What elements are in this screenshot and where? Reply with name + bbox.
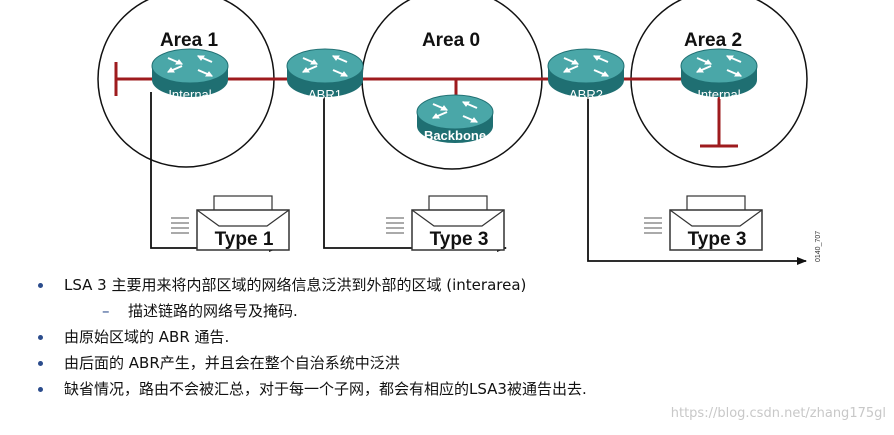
area-1-label: Area 1 bbox=[160, 30, 219, 51]
area-2-label: Area 2 bbox=[684, 30, 742, 51]
router-abr1: ABR1 bbox=[286, 48, 364, 102]
lsa-type1-label: Type 1 bbox=[215, 229, 274, 250]
lsa-type3-backbone-label: Type 3 bbox=[430, 229, 489, 250]
bullet-item: 缺省情况，路由不会被汇总，对于每一个子网，都会有相应的LSA3被通告出去. bbox=[38, 376, 878, 402]
lsa-envelope-type3-area2: Type 3 bbox=[643, 195, 763, 251]
router-label-backbone: Backbone bbox=[424, 128, 486, 143]
bullet-dot-icon bbox=[38, 283, 43, 288]
area-0-label: Area 0 bbox=[422, 30, 480, 51]
router-label-area1-internal: Internal bbox=[168, 87, 211, 102]
sub-bullet-dash: – bbox=[102, 302, 110, 320]
router-label-area2-internal: Internal bbox=[697, 87, 740, 102]
bullet-text: 由原始区域的 ABR 通告. bbox=[64, 328, 230, 346]
bullet-text: 由后面的 ABR产生，并且会在整个自治系统中泛洪 bbox=[64, 354, 400, 372]
watermark: https://blog.csdn.net/zhang175gl bbox=[670, 406, 886, 421]
bullet-text: LSA 3 主要用来将内部区域的网络信息泛洪到外部的区域 (interarea) bbox=[64, 276, 527, 294]
bullet-dot-icon bbox=[38, 361, 43, 366]
router-abr2: ABR2 bbox=[547, 48, 625, 102]
figure-id: 0140_707 bbox=[815, 231, 822, 262]
router-label-abr1: ABR1 bbox=[308, 87, 342, 102]
bullet-item: 由原始区域的 ABR 通告. bbox=[38, 324, 878, 350]
bullet-subitem: – 描述链路的网络号及掩码. bbox=[38, 298, 878, 324]
bullet-list: LSA 3 主要用来将内部区域的网络信息泛洪到外部的区域 (interarea)… bbox=[38, 272, 878, 402]
bullet-text: 描述链路的网络号及掩码. bbox=[128, 302, 298, 320]
ospf-topology-diagram: Internal ABR1 Backbone ABR2 Internal Are… bbox=[97, 0, 822, 265]
router-label-abr2: ABR2 bbox=[569, 87, 603, 102]
lsa-envelope-type3-backbone: Type 3 bbox=[385, 195, 505, 251]
bullet-dot-icon bbox=[38, 335, 43, 340]
bullet-text: 缺省情况，路由不会被汇总，对于每一个子网，都会有相应的LSA3被通告出去. bbox=[64, 380, 587, 398]
bullet-item: 由后面的 ABR产生，并且会在整个自治系统中泛洪 bbox=[38, 350, 878, 376]
router-backbone: Backbone bbox=[416, 94, 494, 144]
router-area1-internal: Internal bbox=[151, 48, 229, 102]
lsa-envelope-type1: Type 1 bbox=[170, 195, 290, 251]
bullet-dot-icon bbox=[38, 387, 43, 392]
area-0-circle bbox=[361, 0, 543, 170]
bullet-item: LSA 3 主要用来将内部区域的网络信息泛洪到外部的区域 (interarea) bbox=[38, 272, 878, 298]
lsa-type3-area2-label: Type 3 bbox=[688, 229, 747, 250]
router-area2-internal: Internal bbox=[680, 48, 758, 102]
